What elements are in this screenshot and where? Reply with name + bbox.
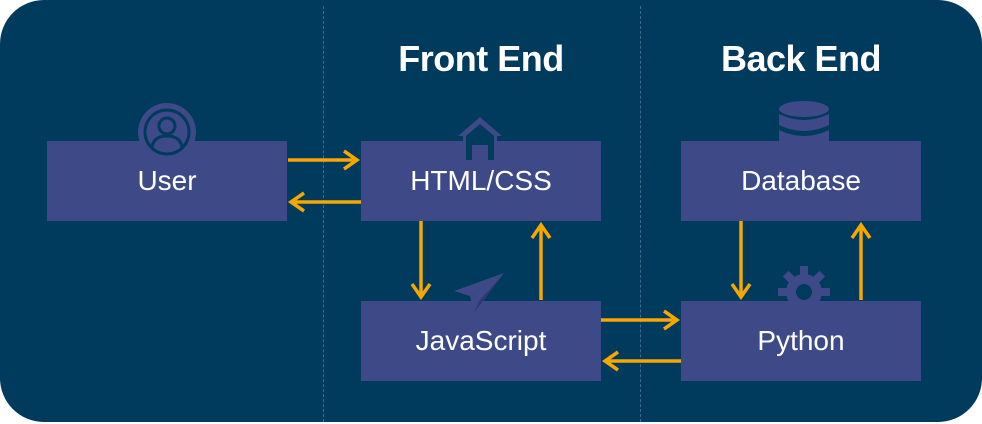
arrow-python-to-database <box>850 221 872 300</box>
arrow-html-to-javascript <box>410 221 432 301</box>
back-end-heading: Back End <box>720 38 882 79</box>
arrow-javascript-to-html <box>530 221 552 300</box>
database-icon <box>779 101 829 156</box>
javascript-node: JavaScript <box>361 301 601 381</box>
divider-right <box>640 6 641 422</box>
arrow-python-to-javascript <box>601 350 681 372</box>
database-node: Database <box>681 141 921 221</box>
divider-left <box>323 6 324 422</box>
arrow-database-to-python <box>730 221 752 301</box>
front-end-heading: Front End <box>398 38 564 79</box>
gear-icon <box>778 266 830 318</box>
arrow-html-to-user <box>287 191 361 213</box>
user-icon <box>138 103 196 161</box>
home-icon <box>458 117 502 163</box>
html-css-node: HTML/CSS <box>361 141 601 221</box>
python-node: Python <box>681 301 921 381</box>
arrow-user-to-html <box>288 149 361 171</box>
arrow-javascript-to-python <box>601 309 681 331</box>
paper-plane-icon <box>454 273 504 313</box>
